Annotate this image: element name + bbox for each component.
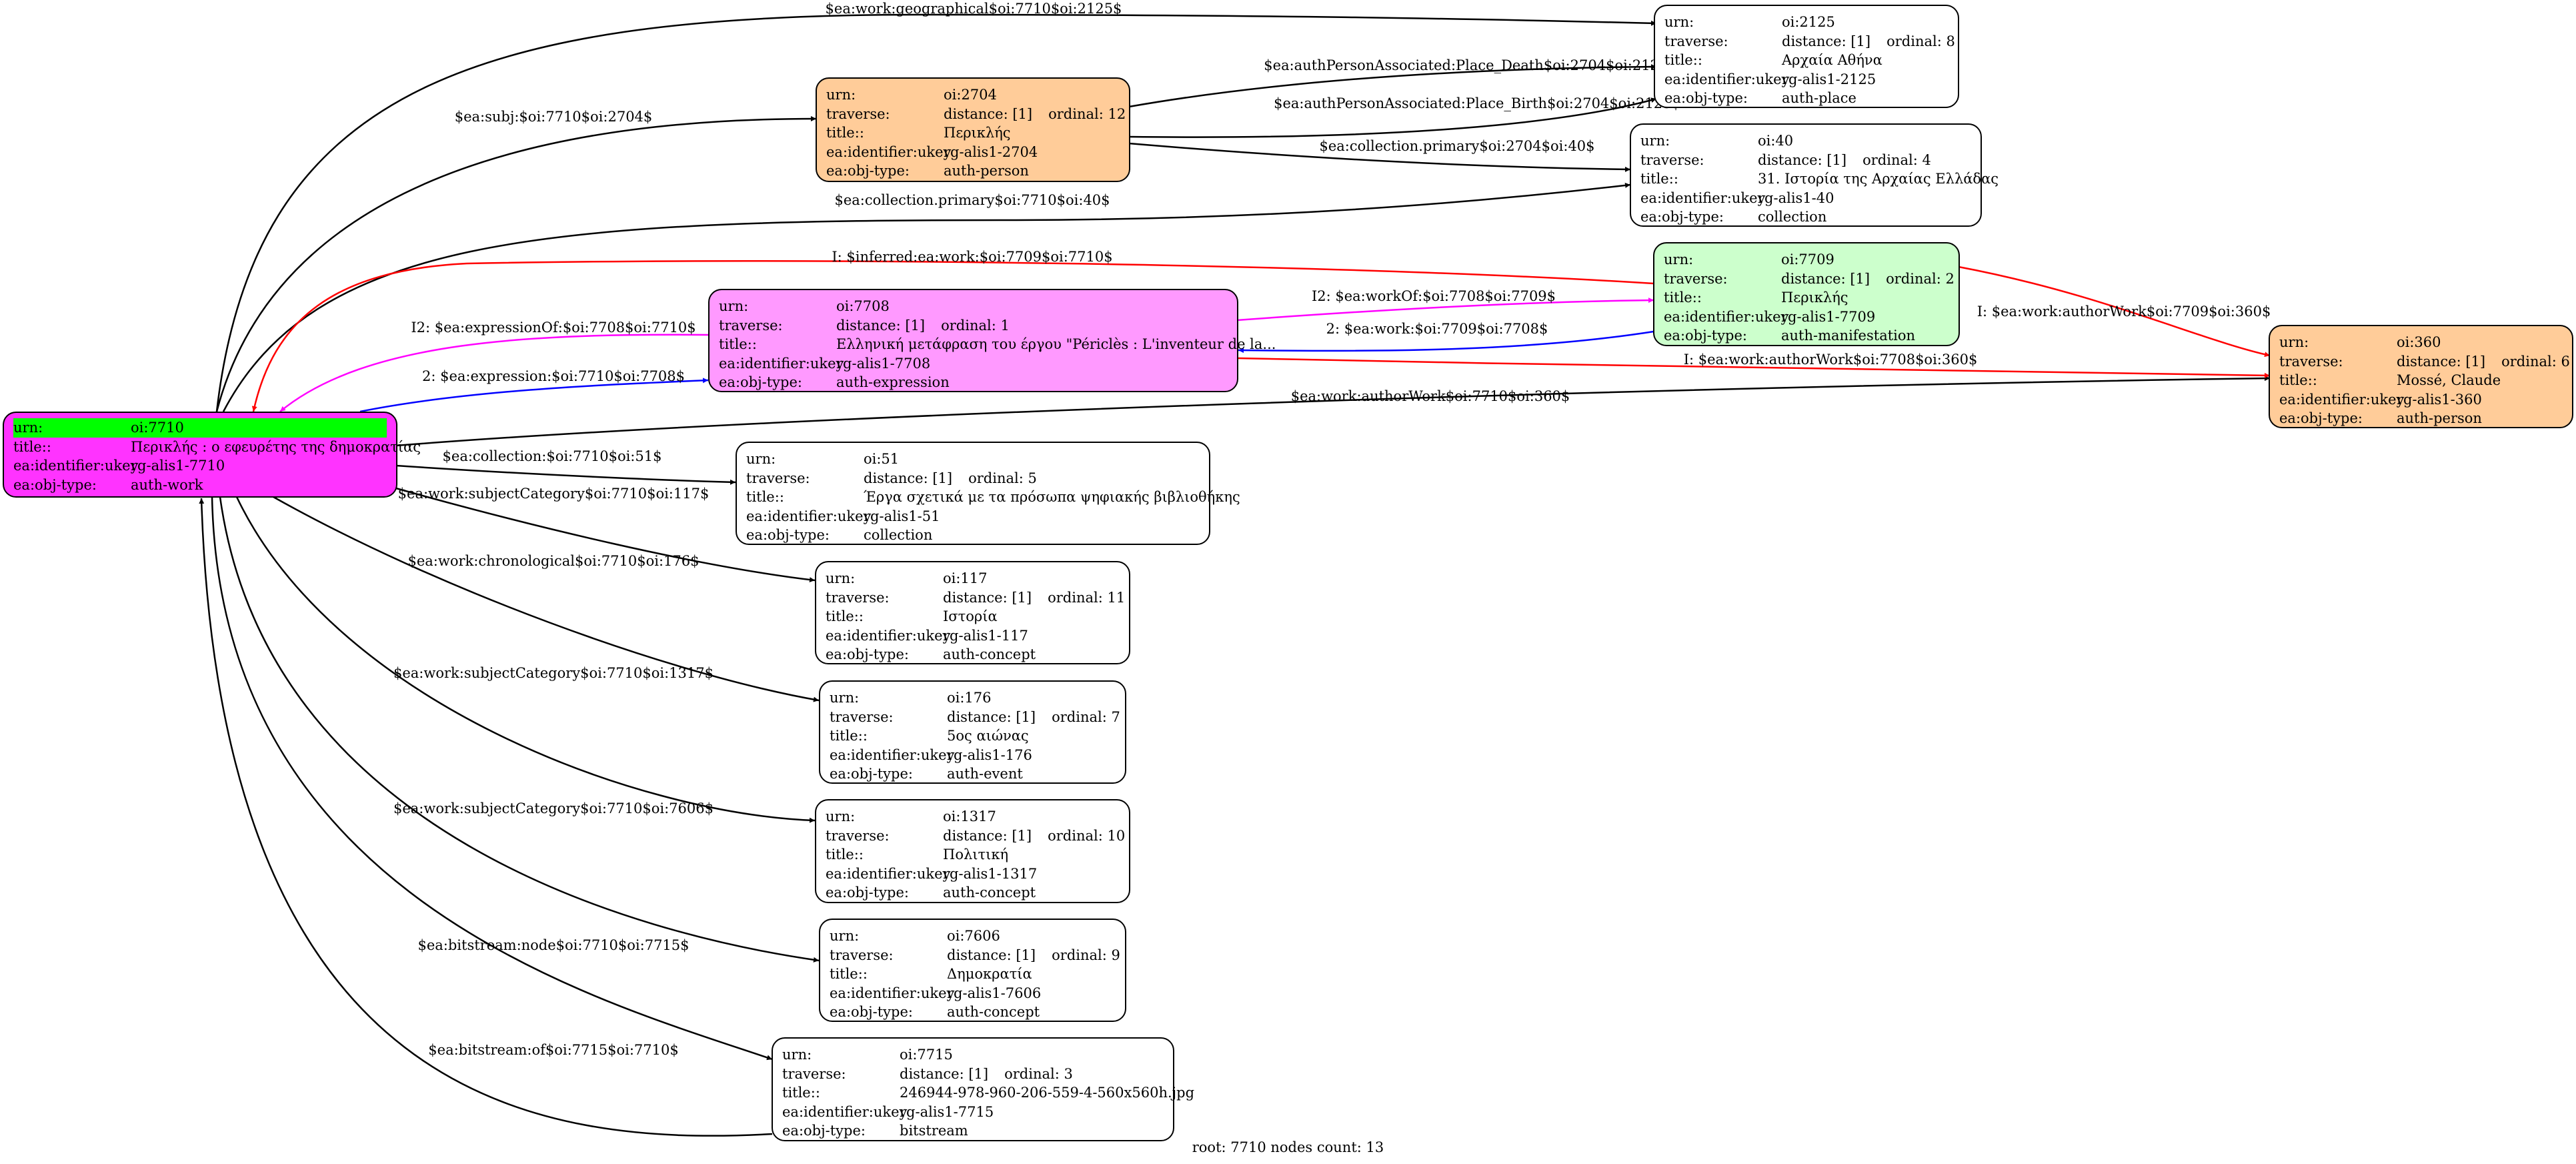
- label-authorwork-7709: I: $ea:work:authorWork$oi:7709$oi:360$: [1977, 304, 2271, 320]
- node-urn-row: urn:oi:7710: [13, 418, 387, 438]
- label-subjcat-117: $ea:work:subjectCategory$oi:7710$oi:117$: [398, 486, 710, 502]
- edge-expression: [359, 378, 709, 413]
- label-coll-7710: $ea:collection.primary$oi:7710$oi:40$: [834, 192, 1110, 208]
- label-place-death: $ea:authPersonAssociated:Place_Death$oi:…: [1264, 57, 1676, 73]
- label-chrono: $ea:work:chronological$oi:7710$oi:176$: [408, 553, 700, 569]
- edge-geographical: [215, 13, 1657, 412]
- label-coll-2704: $ea:collection.primary$oi:2704$oi:40$: [1319, 138, 1594, 154]
- edge-workof: [1236, 298, 1654, 322]
- edge-subjcat-7606: [219, 496, 820, 963]
- node-oi-2704[interactable]: urn:oi:2704 traverse:distance: [1]ordina…: [816, 77, 1130, 182]
- node-oi-7715[interactable]: urn:oi:7715 traverse:distance: [1]ordina…: [772, 1037, 1194, 1141]
- label-geographical: $ea:work:geographical$oi:7710$oi:2125$: [826, 1, 1122, 17]
- edge-work-7709: [1238, 330, 1654, 354]
- edge-coll-2704: [1128, 142, 1631, 172]
- label-authorwork-7710: $ea:work:authorWork$oi:7710$oi:360$: [1291, 388, 1570, 404]
- edge-place-death: [1128, 64, 1657, 108]
- node-oi-176[interactable]: urn:oi:176 traverse:distance: [1]ordinal…: [819, 680, 1126, 784]
- label-expression: 2: $ea:expression:$oi:7710$oi:7708$: [422, 368, 685, 384]
- label-subjcat-1317: $ea:work:subjectCategory$oi:7710$oi:1317…: [393, 665, 714, 681]
- edge-collection-51: [395, 464, 736, 485]
- label-place-birth: $ea:authPersonAssociated:Place_Birth$oi:…: [1274, 95, 1680, 111]
- label-workof: I2: $ea:workOf:$oi:7708$oi:7709$: [1312, 288, 1556, 304]
- label-inferred: I: $inferred:ea:work:$oi:7709$oi:7710$: [832, 249, 1112, 265]
- label-bit-of: $ea:bitstream:of$oi:7715$oi:7710$: [428, 1042, 678, 1058]
- edge-subjcat-1317: [235, 496, 816, 823]
- node-oi-7606[interactable]: urn:oi:7606 traverse:distance: [1]ordina…: [819, 919, 1126, 1022]
- node-oi-7710[interactable]: urn:oi:7710 title::Περικλής : ο εφευρέτη…: [3, 412, 421, 498]
- edge-authorwork-7710: [395, 376, 2271, 447]
- node-oi-2125[interactable]: urn:oi:2125 traverse:distance: [1]ordina…: [1654, 5, 1959, 108]
- node-oi-1317[interactable]: urn:oi:1317 traverse:distance: [1]ordina…: [815, 799, 1130, 903]
- node-oi-40[interactable]: urn:oi:40 traverse:distance: [1]ordinal:…: [1630, 123, 1999, 227]
- edge-coll-7710: [222, 182, 1631, 412]
- label-subj: $ea:subj:$oi:7710$oi:2704$: [455, 109, 653, 125]
- label-subjcat-7606: $ea:work:subjectCategory$oi:7710$oi:7606…: [393, 800, 714, 816]
- edge-bit-node: [211, 496, 773, 1061]
- label-bit-node: $ea:bitstream:node$oi:7710$oi:7715$: [417, 937, 689, 953]
- edge-authorwork-7709: [1958, 265, 2271, 358]
- node-oi-51[interactable]: urn:oi:51 traverse:distance: [1]ordinal:…: [736, 442, 1240, 545]
- node-title: Περικλής : ο εφευρέτης της δημοκρατίας: [131, 438, 421, 455]
- graph-footer: root: 7710 nodes count: 13: [1192, 1139, 1384, 1155]
- label-collection-51: $ea:collection:$oi:7710$oi:51$: [443, 448, 662, 464]
- node-oi-360[interactable]: urn:oi:360 traverse:distance: [1]ordinal…: [2269, 325, 2573, 428]
- label-expression-of: I2: $ea:expressionOf:$oi:7708$oi:7710$: [411, 320, 696, 336]
- node-oi-117[interactable]: urn:oi:117 traverse:distance: [1]ordinal…: [815, 561, 1130, 664]
- edge-expression-of: [279, 334, 709, 412]
- label-authorwork-7708: I: $ea:work:authorWork$oi:7708$oi:360$: [1684, 352, 1978, 368]
- node-oi-7709[interactable]: urn:oi:7709 traverse:distance: [1]ordina…: [1653, 242, 1960, 346]
- edge-inferred: [251, 260, 1654, 412]
- node-oi-7708[interactable]: urn:oi:7708 traverse:distance: [1]ordina…: [708, 289, 1276, 392]
- edge-place-birth: [1128, 97, 1657, 138]
- edge-bit-of: [199, 498, 773, 1137]
- edge-subj: [215, 116, 817, 412]
- edge-chrono: [273, 496, 820, 702]
- edge-subjcat-117: [395, 487, 816, 583]
- label-work-7709: 2: $ea:work:$oi:7709$oi:7708$: [1326, 321, 1548, 337]
